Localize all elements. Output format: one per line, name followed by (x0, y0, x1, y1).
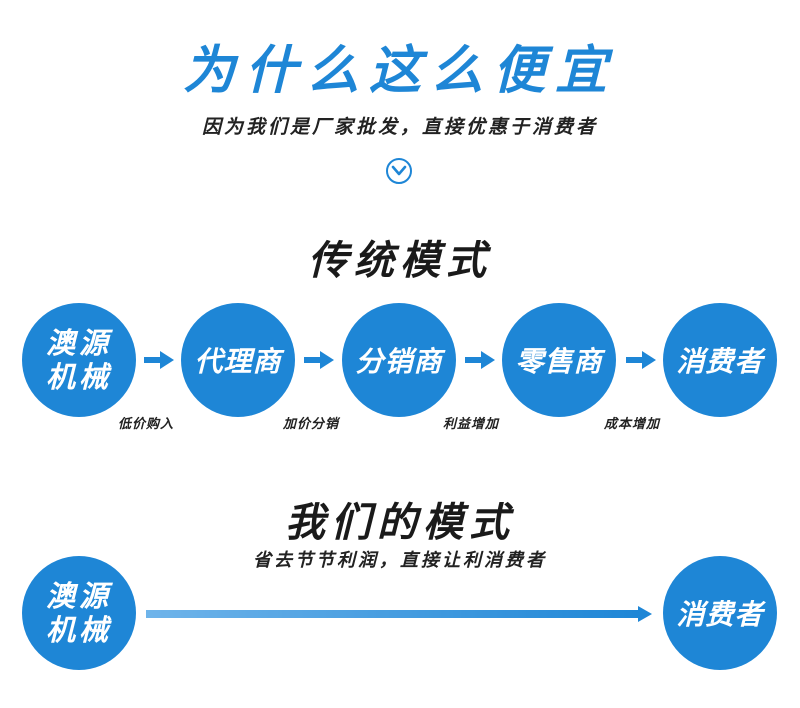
step-note: 成本增加 (604, 417, 661, 432)
step-circle-agent: 代理商 (181, 303, 295, 417)
step-note: 利益增加 (443, 417, 500, 432)
right-arrow-icon (465, 351, 495, 369)
right-arrow-icon (304, 351, 334, 369)
step-label: 分销商 (355, 345, 443, 378)
step-note: 加价分销 (283, 417, 340, 432)
our-circle-manufacturer: 澳源机械 (22, 556, 136, 670)
step-note: 低价购入 (118, 417, 175, 432)
chevron-down-circle-icon (386, 158, 412, 184)
step-circle-retailer: 零售商 (502, 303, 616, 417)
long-right-arrow-icon (146, 606, 652, 622)
page-subtitle: 因为我们是厂家批发，直接优惠于消费者 (201, 116, 598, 138)
our-mode-title: 我们的模式 (285, 499, 515, 546)
our-to-label: 消费者 (676, 598, 764, 631)
our-mode-subtitle: 省去节节利润，直接让利消费者 (253, 550, 547, 571)
step-circle-distributor: 分销商 (342, 303, 456, 417)
our-circle-consumer: 消费者 (663, 556, 777, 670)
step-label: 澳源机械 (45, 326, 112, 394)
right-arrow-icon (626, 351, 656, 369)
our-from-label: 澳源机械 (45, 579, 112, 647)
traditional-mode-title: 传统模式 (308, 237, 492, 284)
step-label: 消费者 (676, 345, 764, 378)
page-title: 为什么这么便宜 (182, 40, 617, 101)
step-label: 代理商 (194, 345, 282, 378)
step-circle-manufacturer: 澳源机械 (22, 303, 136, 417)
step-label: 零售商 (515, 345, 603, 378)
step-circle-consumer: 消费者 (663, 303, 777, 417)
right-arrow-icon (144, 351, 174, 369)
